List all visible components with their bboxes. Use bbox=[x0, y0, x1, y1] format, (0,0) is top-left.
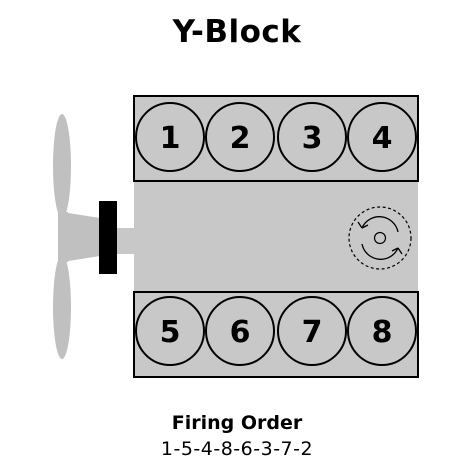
cylinder-1 bbox=[135, 102, 205, 172]
fan-icon bbox=[53, 114, 100, 359]
cylinder-2 bbox=[205, 102, 275, 172]
cylinder-label-8: 8 bbox=[372, 315, 393, 350]
cylinder-4 bbox=[347, 102, 417, 172]
cylinder-label-7: 7 bbox=[302, 315, 323, 350]
cylinder-3 bbox=[277, 102, 347, 172]
cylinder-label-4: 4 bbox=[372, 121, 393, 156]
engine-block bbox=[134, 181, 418, 292]
cylinder-label-1: 1 bbox=[160, 121, 181, 156]
firing-order-label: Firing Order bbox=[171, 412, 303, 434]
cylinder-7 bbox=[277, 296, 347, 366]
cylinder-label-5: 5 bbox=[160, 315, 181, 350]
cylinder-label-2: 2 bbox=[230, 121, 251, 156]
bottom-cylinder-bank: 5 6 7 8 bbox=[133, 291, 419, 378]
top-cylinder-bank: 1 2 3 4 bbox=[133, 95, 419, 182]
rotation-direction-icon bbox=[348, 206, 412, 270]
crank-pulley-icon bbox=[99, 201, 136, 274]
cylinder-8 bbox=[347, 296, 417, 366]
cylinder-5 bbox=[135, 296, 205, 366]
cylinder-label-3: 3 bbox=[302, 121, 323, 156]
cylinder-6 bbox=[205, 296, 275, 366]
firing-order-sequence: 1-5-4-8-6-3-7-2 bbox=[160, 438, 314, 460]
diagram-title: Y-Block bbox=[172, 14, 302, 50]
cylinder-label-6: 6 bbox=[230, 315, 251, 350]
